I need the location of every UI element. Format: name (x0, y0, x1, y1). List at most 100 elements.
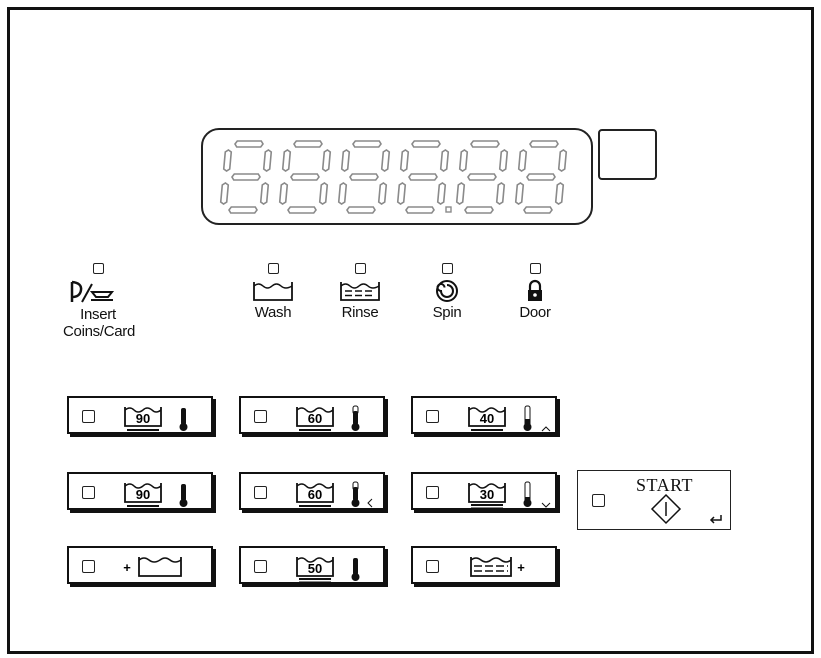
plus-label: + (123, 560, 131, 575)
wash-label: Wash (254, 304, 292, 321)
segment-c (495, 182, 506, 205)
segment-f (517, 149, 528, 172)
temp-label: 60 (308, 487, 322, 502)
coin-card-icon (70, 280, 115, 303)
segment-c (318, 182, 329, 205)
program-led (426, 486, 439, 499)
program-button-30[interactable]: 30 (411, 472, 557, 511)
segment-g (349, 173, 379, 181)
extra-rinse-button[interactable]: + (411, 546, 557, 584)
seven-segment-display (201, 128, 593, 225)
extra-rinse-icon: + (470, 557, 525, 577)
program-button-60-a[interactable]: 60 (239, 396, 385, 434)
prewash-button[interactable]: + (67, 546, 213, 584)
segment-a (529, 140, 559, 148)
segment-g (408, 173, 438, 181)
segment-d (405, 206, 435, 214)
wash-temp-icon: 30 (468, 481, 551, 511)
wash-led (267, 263, 279, 274)
segment-b (380, 149, 391, 172)
segment-f (399, 149, 410, 172)
segment-f (222, 149, 233, 172)
segment-b (321, 149, 332, 172)
segment-f (458, 149, 469, 172)
temp-label: 50 (308, 561, 322, 576)
segment-c (436, 182, 447, 205)
start-label: START (636, 475, 693, 495)
indicator-rinse: Rinse (325, 263, 395, 321)
start-diamond-icon (650, 493, 682, 525)
segment-d (287, 206, 317, 214)
program-led (254, 410, 267, 423)
temp-label: 90 (136, 411, 150, 426)
indicator-wash: Wash (238, 263, 308, 321)
insert-label-2: Coins/Card (63, 323, 136, 340)
segment-d (228, 206, 258, 214)
segment-e (219, 182, 230, 205)
door-led (529, 263, 541, 274)
display-digits (219, 140, 568, 214)
door-label: Door (519, 304, 551, 321)
program-button-40[interactable]: 40 (411, 396, 557, 434)
segment-b (498, 149, 509, 172)
aux-display-window (598, 129, 657, 180)
wash-temp-icon: 60 (296, 405, 360, 431)
left-arrow-icon (367, 498, 373, 508)
spin-label: Spin (432, 304, 462, 321)
program-button-50[interactable]: 50 (239, 546, 385, 585)
segment-f (340, 149, 351, 172)
segment-g (231, 173, 261, 181)
rinse-label: Rinse (341, 304, 379, 321)
enter-arrow-icon (709, 515, 722, 524)
segment-a (470, 140, 500, 148)
segment-d (464, 206, 494, 214)
insert-label: Insert (80, 306, 116, 323)
program-button-90-a[interactable]: 90 (67, 396, 213, 434)
start-led (592, 494, 605, 507)
segment-d (523, 206, 553, 214)
temp-label: 30 (480, 487, 494, 502)
segment-e (337, 182, 348, 205)
segment-e (514, 182, 525, 205)
wash-temp-icon: 60 (296, 481, 373, 508)
indicator-door: Door (500, 263, 570, 321)
segment-c (259, 182, 270, 205)
segment-g (467, 173, 497, 181)
segment-g (526, 173, 556, 181)
program-led (254, 486, 267, 499)
segment-a (234, 140, 264, 148)
segment-e (278, 182, 289, 205)
down-arrow-icon (541, 502, 551, 508)
segment-g (290, 173, 320, 181)
decimal-point (445, 206, 452, 213)
spin-led (441, 263, 453, 274)
up-arrow-icon (541, 426, 551, 432)
program-led (426, 410, 439, 423)
segment-b (557, 149, 568, 172)
wash-temp-icon: 50 (296, 557, 360, 585)
temp-label: 60 (308, 411, 322, 426)
rinse-led (354, 263, 366, 274)
segment-f (281, 149, 292, 172)
segment-d (346, 206, 376, 214)
temp-label: 90 (136, 487, 150, 502)
indicator-spin: Spin (412, 263, 482, 321)
rinse-tub-icon (340, 282, 380, 301)
program-led (82, 486, 95, 499)
wash-temp-icon: 90 (124, 483, 188, 507)
spin-spiral-icon (436, 280, 458, 302)
program-button-60-b[interactable]: 60 (239, 472, 385, 510)
lock-icon (528, 279, 542, 301)
segment-a (352, 140, 382, 148)
program-button-90-b[interactable]: 90 (67, 472, 213, 510)
start-button[interactable]: START (577, 470, 731, 530)
temp-label: 40 (480, 411, 494, 426)
control-panel (7, 7, 814, 654)
segment-a (411, 140, 441, 148)
segment-c (554, 182, 565, 205)
indicator-insert: Insert Coins/Card (63, 263, 136, 340)
segment-a (293, 140, 323, 148)
segment-e (455, 182, 466, 205)
wash-temp-icon: 40 (468, 405, 551, 432)
wash-tub-icon (253, 282, 293, 301)
